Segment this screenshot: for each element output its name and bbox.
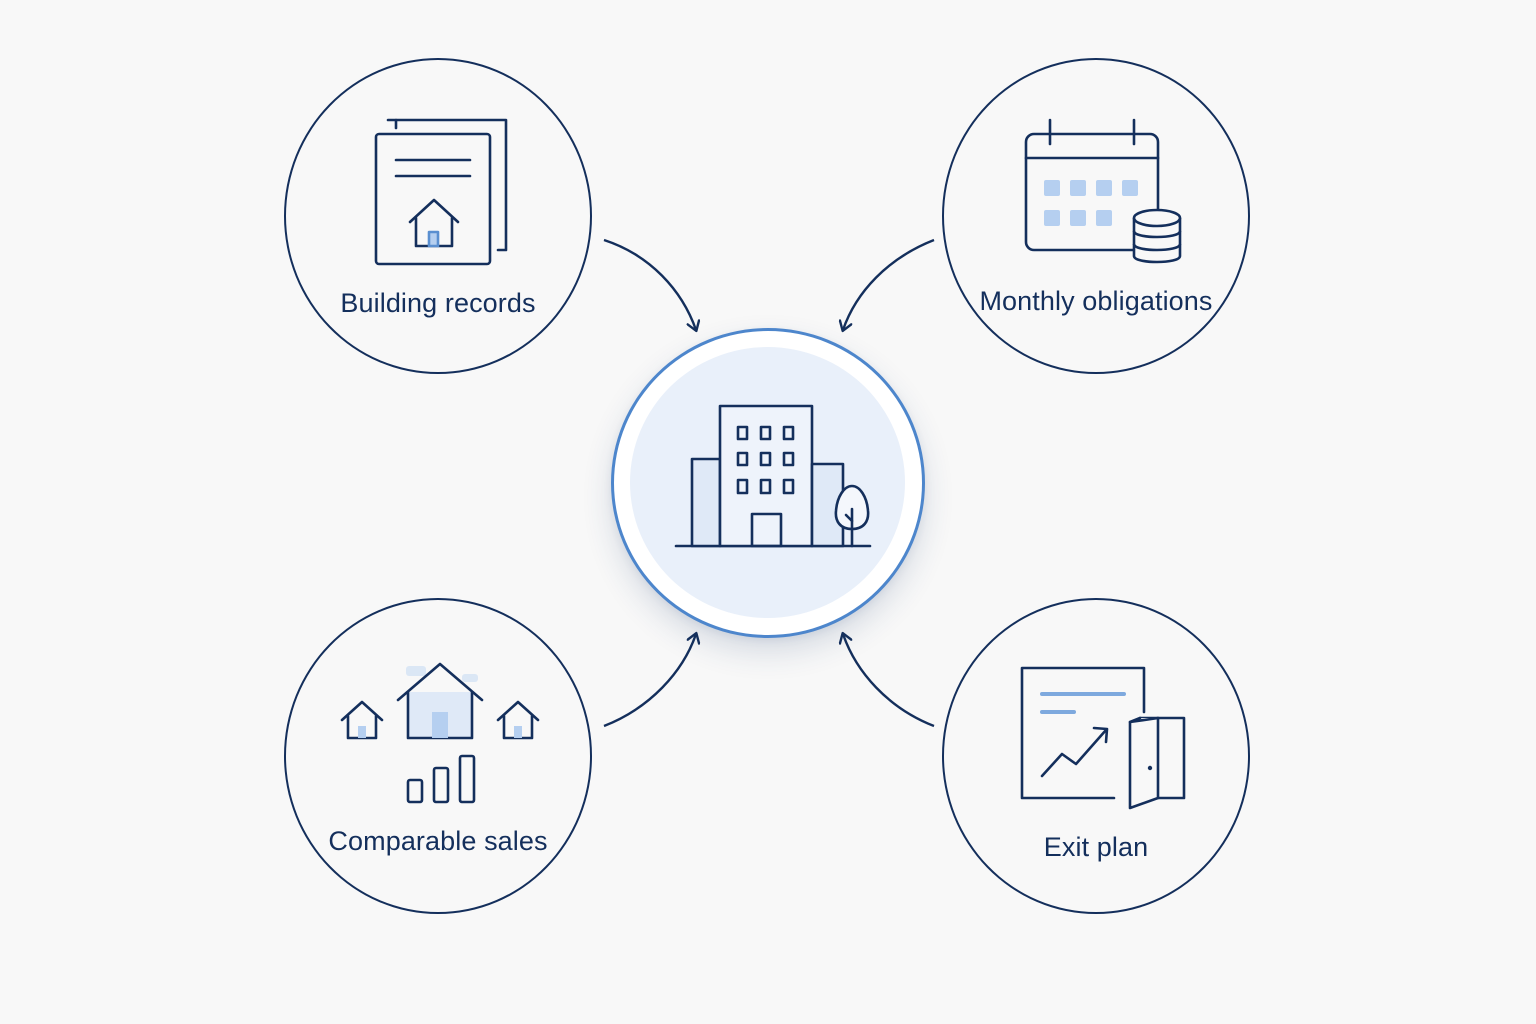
node-building-records[interactable]: Building records bbox=[284, 58, 592, 374]
arrow-exit-plan bbox=[843, 634, 935, 728]
houses-bar-chart-icon bbox=[340, 662, 540, 804]
arrow-building-records bbox=[603, 238, 696, 330]
node-comparable-sales[interactable]: Comparable sales bbox=[284, 598, 592, 914]
chart-open-door-icon bbox=[1020, 666, 1186, 810]
arrow-comparable-sales bbox=[603, 634, 696, 728]
node-label: Comparable sales bbox=[328, 826, 548, 856]
node-label: Monthly obligations bbox=[979, 286, 1213, 316]
node-monthly-obligations[interactable]: Monthly obligations bbox=[942, 58, 1250, 374]
node-label: Building records bbox=[340, 288, 536, 318]
node-exit-plan[interactable]: Exit plan bbox=[942, 598, 1250, 914]
stacked-documents-house-icon bbox=[374, 118, 508, 266]
office-building-icon bbox=[674, 404, 872, 548]
node-label: Exit plan bbox=[1043, 832, 1149, 862]
arrow-monthly-obligations bbox=[843, 238, 935, 330]
center-node[interactable] bbox=[611, 328, 925, 638]
calendar-coins-icon bbox=[1024, 118, 1182, 264]
